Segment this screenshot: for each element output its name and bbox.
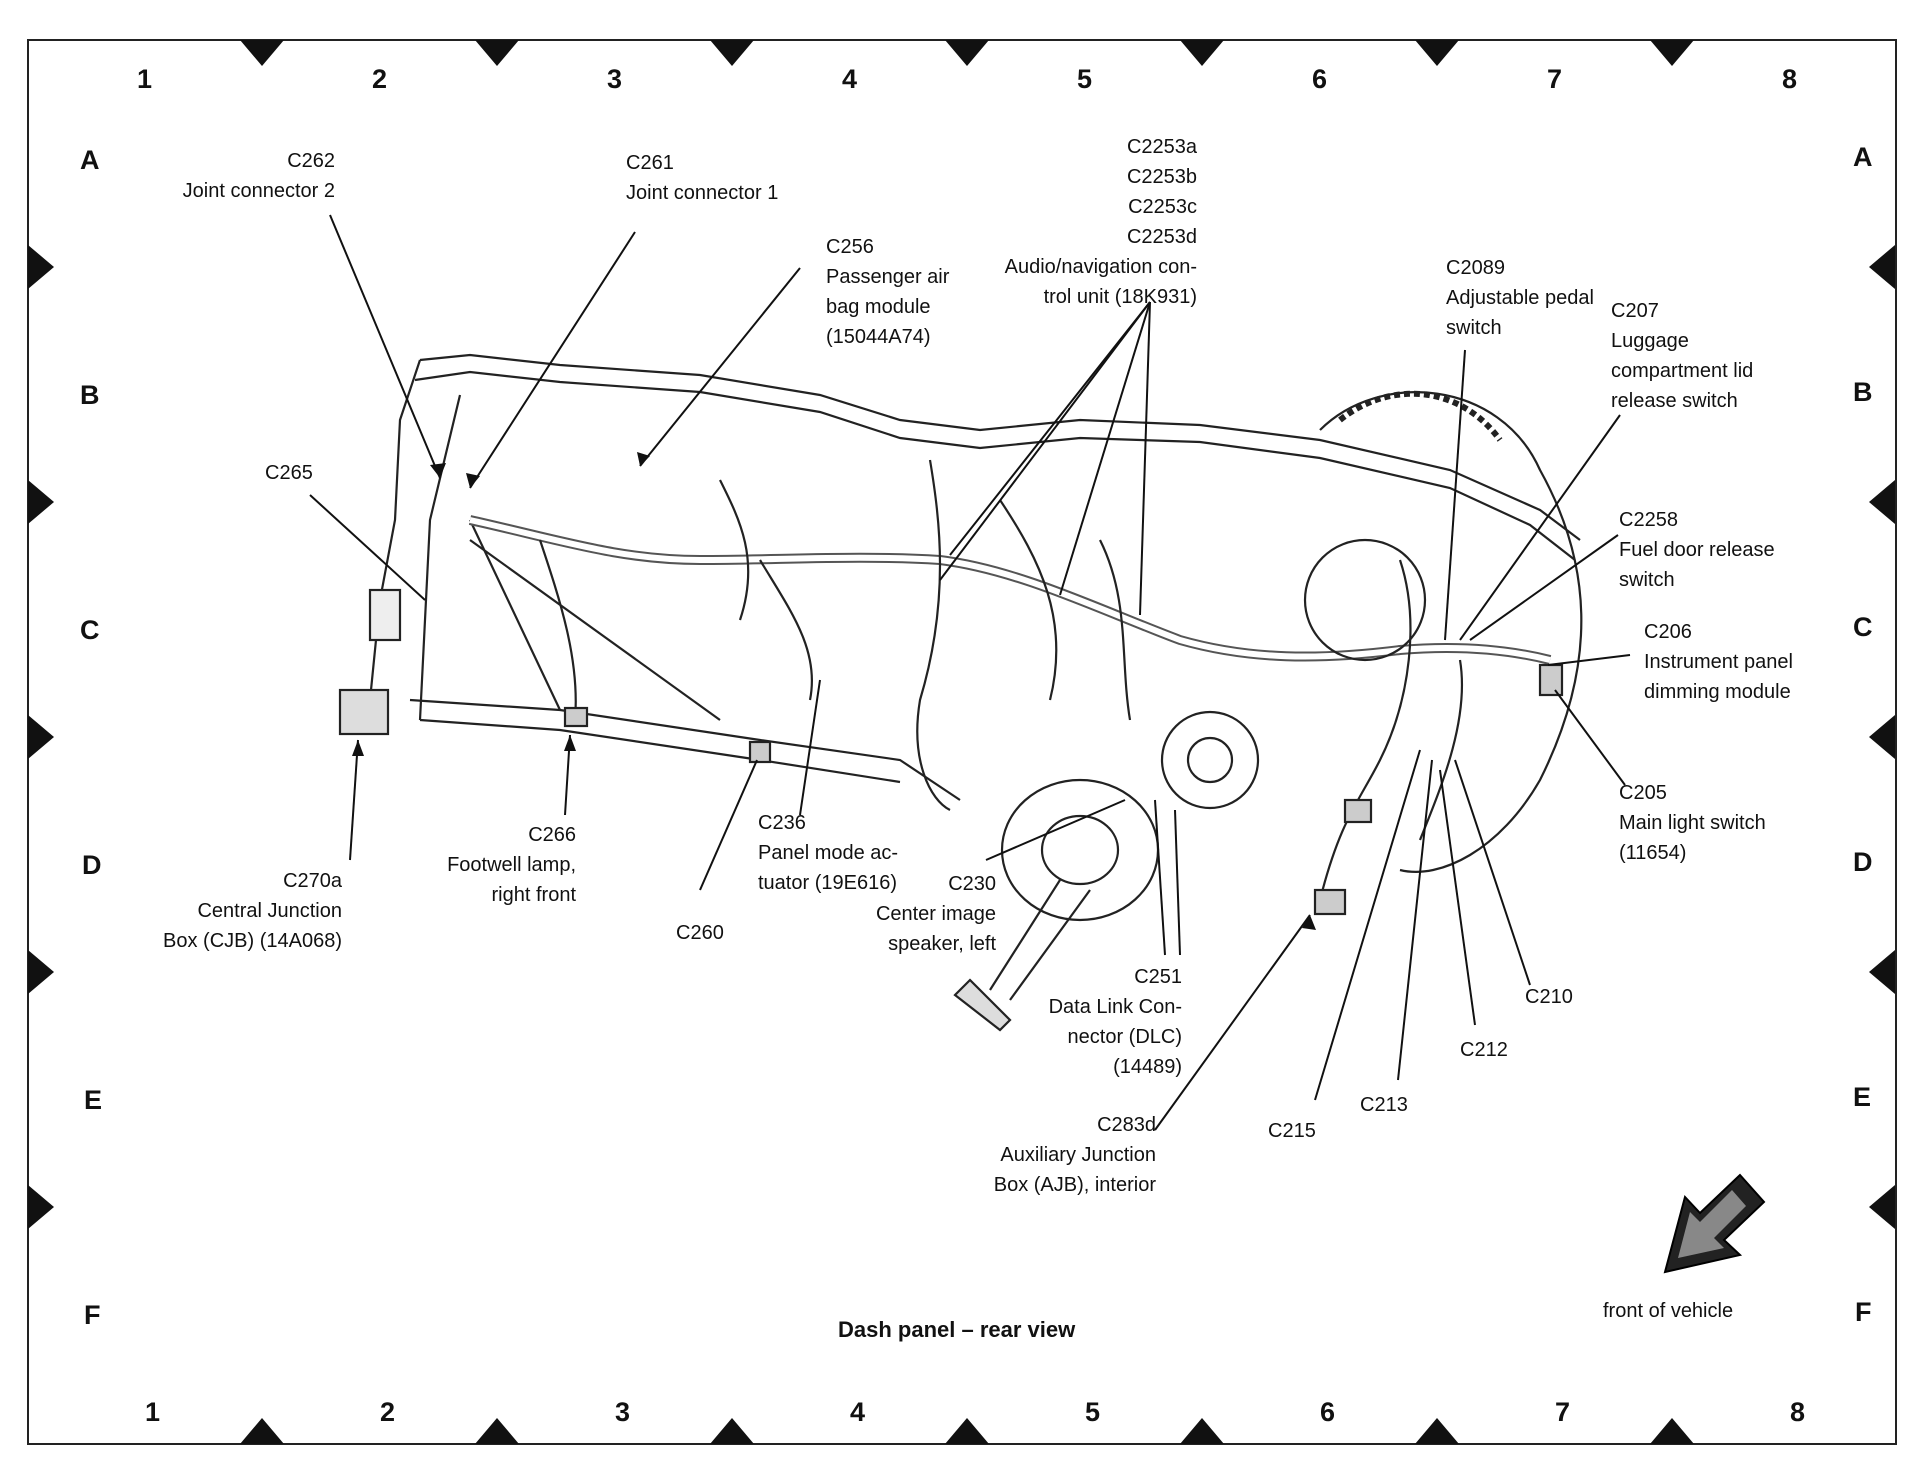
grid-col-bottom-6: 6 [1320,1397,1336,1427]
grid-col-bottom-8: 8 [1790,1397,1806,1427]
label-c207-luggage-compartment-lid-release-switch: C207 Luggage compartment lid release swi… [1611,300,1754,412]
grid-col-bottom-1: 1 [145,1397,161,1427]
label-c205-main-light-switch: C205 Main light switch (11654) [1619,782,1766,864]
front-of-vehicle-label: front of vehicle [1603,1300,1734,1322]
grid-col-top-8: 8 [1782,64,1798,94]
grid-marker-top-1 [240,40,284,66]
leader-lines [309,214,1631,1131]
grid-marker-bottom-1 [240,1418,284,1444]
grid-marker-triangles [28,40,1895,1444]
label-c260: C260 [676,922,724,944]
grid-col-bottom-4: 4 [850,1397,866,1427]
leader-arrowheads [352,452,1316,930]
grid-marker-top-3 [710,40,754,66]
label-c206-instrument-panel-dimming-module: C206 Instrument panel dimming module [1644,621,1793,703]
grid-row-right-c: C [1853,612,1873,642]
label-c256-passenger-air-bag-module: C256 Passenger air bag module (15044A74) [826,236,950,348]
grid-marker-bottom-5 [1180,1418,1224,1444]
label-c2258-fuel-door-release-switch: C2258 Fuel door release switch [1619,509,1775,591]
grid-marker-left-4 [28,950,54,994]
grid-marker-right-2 [1869,480,1895,524]
label-c266-footwell-lamp-right-front: C266 Footwell lamp, right front [447,824,576,906]
grid-marker-top-2 [475,40,519,66]
grid-row-left-f: F [84,1300,101,1330]
label-c2253-audio-navigation-control-unit: C2253a C2253b C2253c C2253d Audio/naviga… [1004,136,1197,308]
front-of-vehicle-arrow-icon [1663,1173,1766,1274]
grid-row-left-a: A [80,145,100,175]
grid-marker-top-4 [945,40,989,66]
grid-marker-left-1 [28,245,54,289]
grid-marker-left-3 [28,715,54,759]
grid-col-bottom-7: 7 [1555,1397,1571,1427]
grid-row-left-e: E [84,1085,103,1115]
grid-marker-top-7 [1650,40,1694,66]
grid-marker-bottom-6 [1415,1418,1459,1444]
label-c270a-central-junction-box: C270a Central Junction Box (CJB) (14A068… [163,870,342,952]
grid-marker-bottom-2 [475,1418,519,1444]
grid-marker-right-4 [1869,950,1895,994]
label-c212: C212 [1460,1039,1508,1061]
grid-col-top-5: 5 [1077,64,1093,94]
grid-row-left-d: D [82,850,102,880]
grid-row-right-d: D [1853,847,1873,877]
label-c283d-auxiliary-junction-box-interior: C283d Auxiliary Junction Box (AJB), inte… [993,1114,1156,1196]
label-c213: C213 [1360,1094,1408,1116]
grid-row-right-f: F [1855,1297,1872,1327]
grid-row-right-e: E [1853,1082,1872,1112]
grid-col-top-3: 3 [607,64,623,94]
label-c265: C265 [265,462,313,484]
grid-marker-right-3 [1869,715,1895,759]
label-c251-data-link-connector: C251 Data Link Con- nector (DLC) (14489) [1048,966,1182,1078]
grid-col-top-2: 2 [372,64,388,94]
grid-marker-right-1 [1869,245,1895,289]
label-c230-center-image-speaker-left: C230 Center image speaker, left [875,873,996,955]
grid-col-bottom-2: 2 [380,1397,396,1427]
grid-row-right-a: A [1853,142,1873,172]
diagram-caption: Dash panel – rear view [838,1317,1076,1342]
grid-row-right-b: B [1853,377,1873,407]
label-c215: C215 [1268,1120,1316,1142]
grid-marker-right-5 [1869,1185,1895,1229]
label-c210: C210 [1525,986,1573,1008]
grid-marker-top-6 [1415,40,1459,66]
grid-marker-left-5 [28,1185,54,1229]
grid-marker-left-2 [28,480,54,524]
grid-row-left-b: B [80,380,100,410]
grid-col-top-4: 4 [842,64,858,94]
grid-marker-bottom-3 [710,1418,754,1444]
label-c261-joint-connector-1: C261 Joint connector 1 [626,152,779,204]
grid-row-left-c: C [80,615,100,645]
grid-col-bottom-3: 3 [615,1397,631,1427]
grid-col-top-7: 7 [1547,64,1563,94]
label-c236-panel-mode-actuator: C236 Panel mode ac- tuator (19E616) [758,812,899,894]
grid-marker-bottom-4 [945,1418,989,1444]
grid-col-top-6: 6 [1312,64,1328,94]
label-c262-joint-connector-2: C262 Joint connector 2 [182,150,335,202]
label-c2089-adjustable-pedal-switch: C2089 Adjustable pedal switch [1446,257,1594,339]
grid-marker-top-5 [1180,40,1224,66]
grid-col-top-1: 1 [137,64,153,94]
grid-marker-bottom-7 [1650,1418,1694,1444]
grid-col-bottom-5: 5 [1085,1397,1101,1427]
